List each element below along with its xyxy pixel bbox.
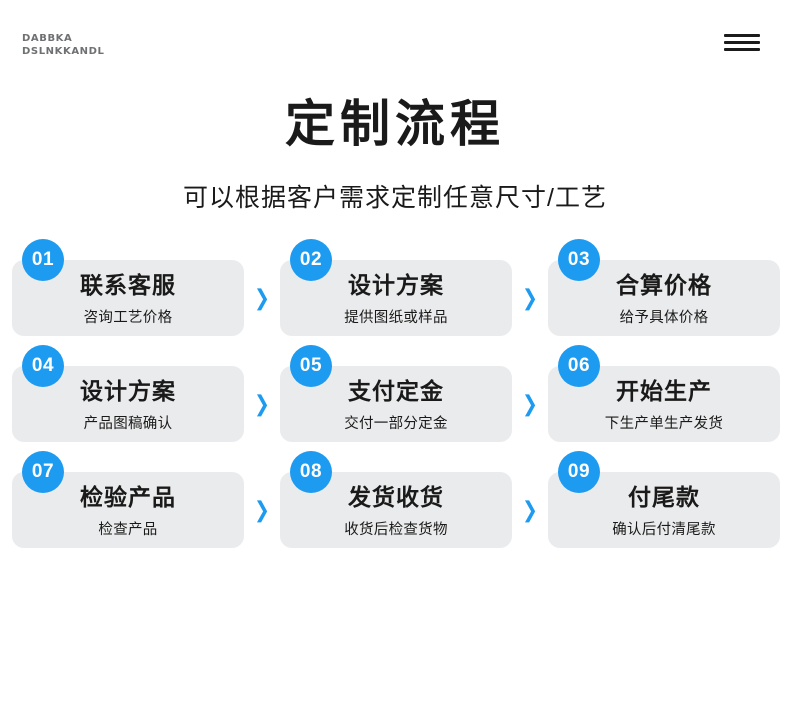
chevron-right-icon: ❯ [254,391,270,416]
step-card[interactable]: 01 联系客服 咨询工艺价格 [12,239,244,336]
step-title: 设计方案 [80,378,176,405]
chevron-right-icon: ❯ [522,497,538,522]
step-desc: 收货后检查货物 [344,521,448,538]
step-badge: 01 [22,239,64,281]
step-card[interactable]: 08 发货收货 收货后检查货物 [280,451,512,548]
step-row: 04 设计方案 产品图稿确认 ❯ 05 支付定金 交付一部分定金 ❯ 06 开始… [12,345,780,442]
step-badge: 06 [558,345,600,387]
step-desc: 产品图稿确认 [83,415,173,432]
step-row: 07 检验产品 检查产品 ❯ 08 发货收货 收货后检查货物 ❯ 09 付尾款 … [12,451,780,548]
step-badge: 07 [22,451,64,493]
step-card[interactable]: 02 设计方案 提供图纸或样品 [280,239,512,336]
step-badge: 05 [290,345,332,387]
menu-bar-3 [724,48,760,51]
step-title: 发货收货 [348,484,444,511]
step-desc: 交付一部分定金 [344,415,448,432]
step-badge: 09 [558,451,600,493]
brand-logo: DABBKA DSLNKKANDL [22,32,105,58]
step-card[interactable]: 03 合算价格 给予具体价格 [548,239,780,336]
page-header: DABBKA DSLNKKANDL [0,0,790,72]
step-card[interactable]: 04 设计方案 产品图稿确认 [12,345,244,442]
step-title: 联系客服 [80,272,176,299]
step-badge: 03 [558,239,600,281]
step-title: 支付定金 [348,378,444,405]
step-desc: 确认后付清尾款 [612,521,716,538]
hamburger-menu-icon[interactable] [724,34,760,54]
logo-line-2: DSLNKKANDL [22,46,105,57]
step-card[interactable]: 05 支付定金 交付一部分定金 [280,345,512,442]
step-desc: 咨询工艺价格 [83,309,173,326]
step-row: 01 联系客服 咨询工艺价格 ❯ 02 设计方案 提供图纸或样品 ❯ 03 合算… [12,239,780,336]
logo-line-1: DABBKA [22,33,73,44]
step-card[interactable]: 09 付尾款 确认后付清尾款 [548,451,780,548]
step-desc: 提供图纸或样品 [344,309,448,326]
step-title: 付尾款 [628,484,700,511]
step-title: 检验产品 [80,484,176,511]
menu-bar-1 [724,34,760,37]
step-desc: 下生产单生产发货 [604,415,724,432]
page-subtitle: 可以根据客户需求定制任意尺寸/工艺 [183,184,607,212]
step-badge: 02 [290,239,332,281]
hero-section: 定制流程 可以根据客户需求定制任意尺寸/工艺 [0,94,790,214]
step-desc: 检查产品 [98,521,158,538]
page-title: 定制流程 [285,96,505,152]
chevron-right-icon: ❯ [254,497,270,522]
step-card[interactable]: 07 检验产品 检查产品 [12,451,244,548]
chevron-right-icon: ❯ [522,391,538,416]
step-title: 设计方案 [348,272,444,299]
chevron-right-icon: ❯ [254,285,270,310]
step-badge: 08 [290,451,332,493]
step-title: 开始生产 [616,378,712,405]
steps-grid: 01 联系客服 咨询工艺价格 ❯ 02 设计方案 提供图纸或样品 ❯ 03 合算… [0,239,790,548]
step-title: 合算价格 [616,272,712,299]
menu-bar-2 [724,41,760,44]
step-card[interactable]: 06 开始生产 下生产单生产发货 [548,345,780,442]
step-desc: 给予具体价格 [619,309,709,326]
chevron-right-icon: ❯ [522,285,538,310]
step-badge: 04 [22,345,64,387]
